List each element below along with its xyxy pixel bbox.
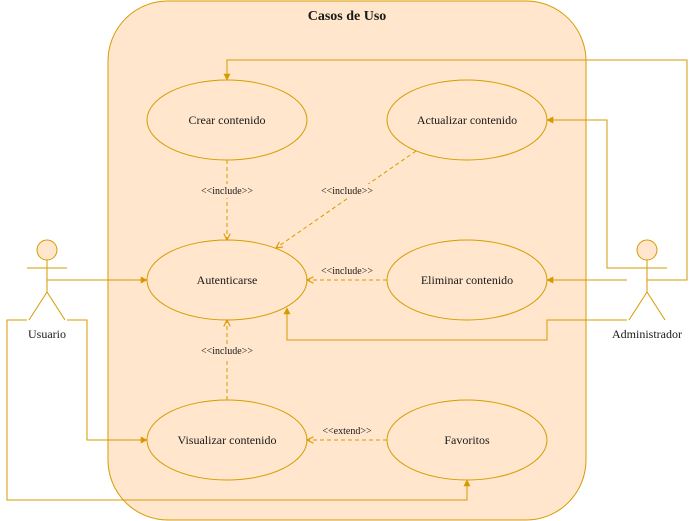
use-case-eliminar-label: Eliminar contenido bbox=[421, 273, 513, 287]
include-crear-label: <<include>> bbox=[201, 186, 253, 197]
actor-administrador-label: Administrador bbox=[612, 327, 682, 341]
use-case-favoritos[interactable]: Favoritos bbox=[386, 399, 548, 481]
include-crear-autenticarse: <<include>> bbox=[196, 160, 258, 240]
usuario-to-favoritos bbox=[6, 319, 471, 501]
use-case-eliminar-contenido[interactable]: Eliminar contenido bbox=[386, 239, 548, 321]
use-case-visualizar-contenido[interactable]: Visualizar contenido bbox=[146, 399, 308, 481]
include-eliminar-autenticarse: <<include>> bbox=[307, 264, 387, 280]
usuario-to-visualizar bbox=[67, 319, 148, 444]
use-case-favoritos-label: Favoritos bbox=[444, 433, 490, 447]
administrador-to-autenticarse bbox=[283, 307, 627, 341]
include-visualizar-label: <<include>> bbox=[201, 346, 253, 357]
actor-usuario-label: Usuario bbox=[28, 327, 66, 341]
actor-administrador[interactable]: Administrador bbox=[612, 239, 682, 341]
stick-figure-icon bbox=[27, 239, 67, 321]
use-case-crear-label: Crear contenido bbox=[189, 113, 266, 127]
extend-favoritos-label: <<extend>> bbox=[322, 426, 372, 437]
extend-favoritos-visualizar: <<extend>> bbox=[307, 424, 387, 440]
use-case-actualizar-label: Actualizar contenido bbox=[417, 113, 517, 127]
use-case-actualizar-contenido[interactable]: Actualizar contenido bbox=[386, 79, 548, 161]
use-case-autenticarse-label: Autenticarse bbox=[197, 273, 258, 287]
include-visualizar-autenticarse: <<include>> bbox=[196, 320, 258, 400]
include-actualizar-label: <<include>> bbox=[321, 186, 373, 197]
use-case-autenticarse[interactable]: Autenticarse bbox=[146, 239, 308, 321]
actor-usuario[interactable]: Usuario bbox=[27, 239, 67, 341]
stick-figure-icon bbox=[627, 239, 667, 321]
administrador-to-crear bbox=[223, 59, 688, 281]
use-case-crear-contenido[interactable]: Crear contenido bbox=[146, 79, 308, 161]
use-case-visualizar-label: Visualizar contenido bbox=[178, 433, 277, 447]
include-eliminar-label: <<include>> bbox=[321, 266, 373, 277]
system-title: Casos de Uso bbox=[308, 9, 387, 24]
include-actualizar-autenticarse: <<include>> bbox=[276, 150, 417, 248]
usuario-associations bbox=[6, 276, 471, 501]
